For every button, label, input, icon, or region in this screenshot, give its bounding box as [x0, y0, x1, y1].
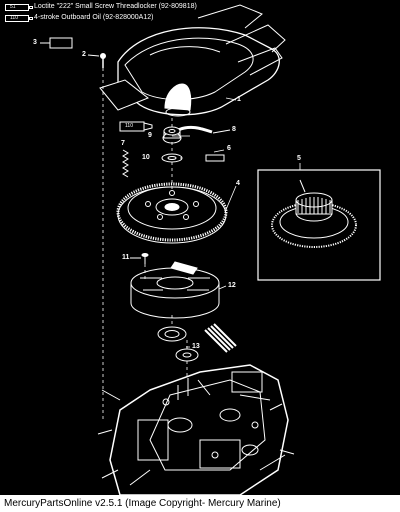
exploded-view-drawing	[40, 4, 381, 495]
callout-12: 12	[228, 282, 236, 289]
nut-part	[162, 126, 182, 144]
callout-5: 5	[297, 155, 301, 162]
callout-1: 1	[237, 96, 241, 103]
callout-7: 7	[121, 140, 125, 147]
callout-6: 6	[227, 145, 231, 152]
engine-block-part	[97, 364, 295, 495]
callout-4: 4	[236, 180, 240, 187]
oil-tube-icon	[119, 121, 153, 132]
inset-detail-box	[257, 169, 381, 281]
stator-part	[130, 261, 220, 319]
legend-outboard-oil-text: 4-stroke Outboard Oil (92-828000A12)	[34, 14, 154, 21]
oil-tube-label: 110	[125, 123, 133, 129]
plate-part	[49, 37, 73, 49]
callout-3: 3	[33, 39, 37, 46]
callout-9: 9	[148, 132, 152, 139]
washer-part	[161, 153, 183, 163]
flywheel-cover-part	[99, 4, 286, 117]
outboard-oil-tube-icon: 110	[5, 15, 33, 22]
screw-part	[87, 53, 106, 68]
callout-8: 8	[232, 126, 236, 133]
copyright-caption: MercuryPartsOnline v2.5.1 (Image Copyrig…	[4, 498, 281, 509]
legend-threadlocker-text: Loctite "222" Small Screw Threadlocker (…	[34, 3, 197, 10]
callout-11: 11	[122, 254, 130, 261]
small-screw-part	[130, 253, 149, 264]
spring-part	[122, 149, 129, 178]
key-part	[205, 154, 225, 162]
wire-part	[177, 125, 213, 134]
threadlocker-tube-icon: 51	[5, 4, 33, 11]
callout-2: 2	[82, 51, 86, 58]
callout-10: 10	[142, 154, 150, 161]
parts-diagram: 51 Loctite "222" Small Screw Threadlocke…	[0, 0, 400, 495]
callout-13: 13	[192, 343, 200, 350]
flywheel-part	[116, 182, 228, 244]
